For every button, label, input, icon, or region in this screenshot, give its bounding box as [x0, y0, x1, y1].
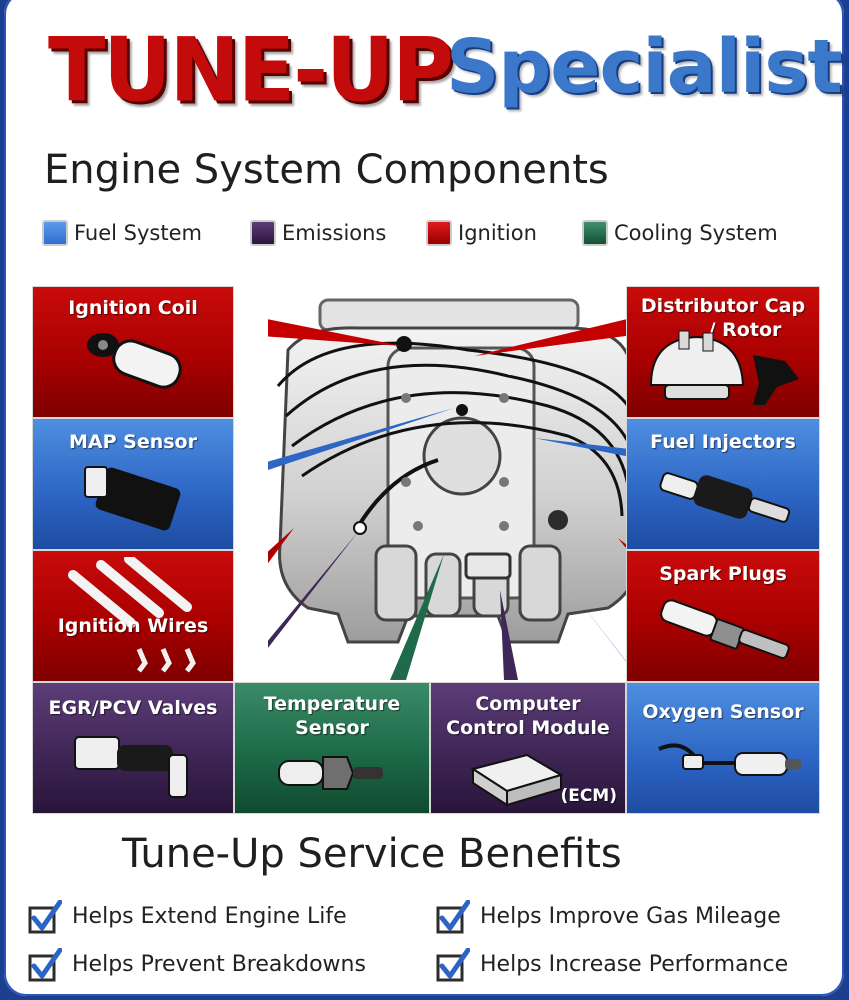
- benefit-label: Helps Increase Performance: [480, 952, 789, 977]
- benefit-item: Helps Extend Engine Life: [28, 900, 347, 934]
- map-sensor-icon: [84, 466, 181, 531]
- system-legend: Fuel System Emissions Ignition Cooling S…: [42, 220, 832, 250]
- benefit-label: Helps Prevent Breakdowns: [72, 952, 366, 977]
- component-label: Fuel Injectors: [650, 431, 796, 453]
- legend-label: Cooling System: [614, 220, 778, 245]
- component-label-line1: Distributor Cap: [640, 295, 806, 317]
- spark-plug-icon: [660, 599, 790, 660]
- ignition-swatch: [426, 220, 452, 246]
- brand-tune-up: TUNE-UP: [48, 18, 454, 122]
- component-label: Ignition Coil: [68, 297, 198, 319]
- benefit-item: Helps Prevent Breakdowns: [28, 948, 366, 982]
- benefit-label: Helps Extend Engine Life: [72, 904, 347, 929]
- legend-label: Ignition: [458, 220, 537, 245]
- legend-fuel-system: Fuel System: [42, 220, 202, 246]
- fuel-system-swatch: [42, 220, 68, 246]
- component-label: MAP Sensor: [69, 431, 197, 453]
- temperature-sensor-icon: [278, 756, 383, 790]
- egr-pcv-valve-icon: [74, 736, 188, 798]
- tune-up-panel: TUNE-UP Specialist Engine System Compone…: [4, 0, 844, 996]
- distributor-cap-icon: [649, 330, 799, 405]
- legend-label: Emissions: [282, 220, 387, 245]
- checkbox-checked-icon: [28, 948, 62, 982]
- checkbox-checked-icon: [436, 948, 470, 982]
- legend-emissions: Emissions: [250, 220, 386, 246]
- ecm-label: (ECM): [560, 786, 617, 806]
- component-label: Oxygen Sensor: [642, 701, 804, 723]
- component-oxygen-sensor: Oxygen Sensor: [626, 682, 820, 814]
- component-ignition-coil: Ignition Coil: [32, 286, 234, 418]
- component-fuel-injectors: Fuel Injectors: [626, 418, 820, 550]
- checkbox-checked-icon: [436, 900, 470, 934]
- ecm-icon: [470, 753, 564, 807]
- benefits-title: Tune-Up Service Benefits: [122, 831, 622, 877]
- component-distributor-cap-rotor: Distributor Cap / Rotor: [626, 286, 820, 418]
- component-temperature-sensor: Temperature Sensor: [234, 682, 430, 814]
- checkbox-checked-icon: [28, 900, 62, 934]
- component-ignition-wires: Ignition Wires: [32, 550, 234, 682]
- page-title: Engine System Components: [44, 147, 609, 193]
- oxygen-sensor-icon: [658, 743, 801, 776]
- brand-specialist: Specialist: [446, 24, 843, 110]
- component-label-line1: Temperature: [263, 693, 401, 715]
- component-label: EGR/PCV Valves: [48, 697, 218, 719]
- component-egr-pcv-valves: EGR/PCV Valves: [32, 682, 234, 814]
- component-label: Ignition Wires: [57, 615, 209, 637]
- component-map-sensor: MAP Sensor: [32, 418, 234, 550]
- fuel-injector-icon: [659, 472, 791, 523]
- ignition-coil-icon: [87, 333, 182, 389]
- component-label: Spark Plugs: [659, 563, 787, 585]
- component-label-line2: / Rotor: [708, 318, 782, 341]
- engine-components-diagram: Ignition Coil MAP Sensor: [32, 286, 820, 814]
- component-label-line2: Sensor: [295, 716, 369, 739]
- component-computer-control-module: Computer Control Module (ECM): [430, 682, 626, 814]
- component-label-line1: Computer: [475, 693, 581, 715]
- benefit-label: Helps Improve Gas Mileage: [480, 904, 781, 929]
- benefit-item: Helps Increase Performance: [436, 948, 788, 982]
- component-label-line2: Control Module: [446, 716, 610, 739]
- legend-label: Fuel System: [74, 220, 202, 245]
- brand-logo: TUNE-UP Specialist: [48, 18, 843, 136]
- legend-ignition: Ignition: [426, 220, 537, 246]
- emissions-swatch: [250, 220, 276, 246]
- benefit-item: Helps Improve Gas Mileage: [436, 900, 781, 934]
- cooling-system-swatch: [582, 220, 608, 246]
- legend-cooling-system: Cooling System: [582, 220, 778, 246]
- component-spark-plugs: Spark Plugs: [626, 550, 820, 682]
- ignition-wires-icon: [68, 557, 196, 673]
